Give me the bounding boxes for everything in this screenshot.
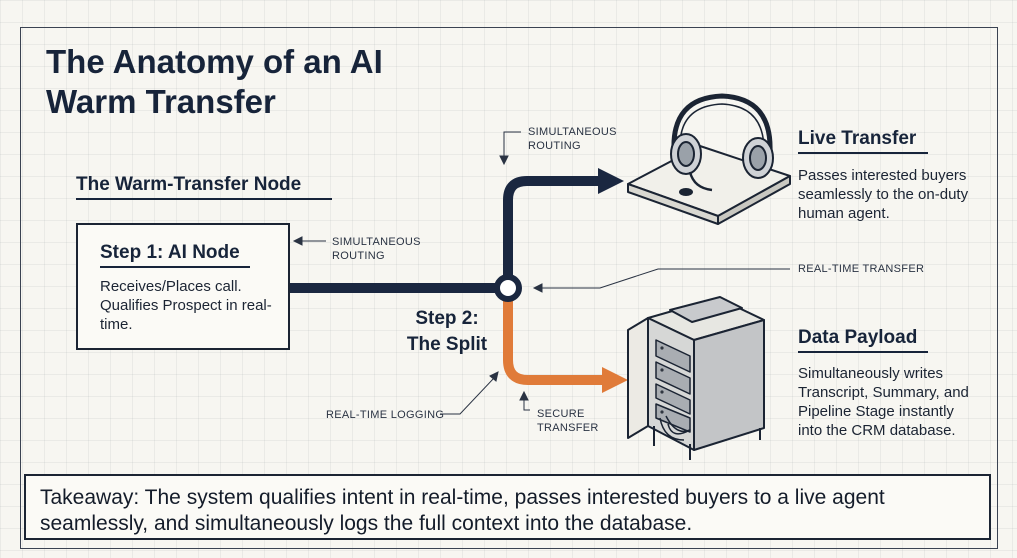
takeaway-box: Takeaway: The system qualifies intent in… [24,474,991,540]
section-title: The Warm-Transfer Node [76,174,302,195]
annotation-routing-top-line1: SIMULTANEOUS [528,126,617,138]
annotation-routing-left-line2: ROUTING [332,250,385,262]
annotation-realtime-logging: REAL-TIME LOGGING [326,409,445,421]
split-step-number: Step 2: [415,308,479,329]
annotation-routing-top: SIMULTANEOUS ROUTING [528,125,617,153]
section-title-underline [76,198,332,200]
pointer-routing-top-head [499,155,509,166]
pointer-realtime-transfer [540,268,790,289]
split-step-name: The Split [406,334,488,355]
pointer-routing-left-head [292,236,303,246]
annotation-routing-top-line2: ROUTING [528,140,581,152]
live-transfer-description: Passes interested buyers seamlessly to t… [798,167,969,222]
ai-node-heading: Step 1: AI Node [100,242,240,263]
takeaway-text: Takeaway: The system qualifies intent in… [40,486,885,535]
headset-icon [627,93,791,225]
page-title: The Anatomy of an AI Warm Transfer [46,43,383,120]
pointer-secure-transfer [523,398,530,411]
annotation-routing-left-line1: SIMULTANEOUS [332,236,421,248]
ai-node-description: Receives/Places call. Qualifies Prospect… [100,278,272,333]
data-payload-arrowhead [602,367,628,393]
pointer-realtime-logging-head [489,371,499,382]
annotation-secure-transfer-line1: SECURE [537,408,585,420]
ai-node-card: Step 1: AI Node Receives/Places call. Qu… [76,223,290,350]
live-transfer-connector [503,176,600,276]
live-transfer-heading-underline [798,152,928,154]
data-payload-heading-underline [798,351,928,353]
split-junction [494,274,522,302]
data-payload-description: Simultaneously writes Transcript, Summar… [798,365,969,439]
pointer-realtime-logging [440,377,495,415]
live-transfer-arrowhead [598,168,624,194]
split-step-label: Step 2: The Split [402,306,492,358]
outer-frame [20,27,998,549]
annotation-secure-transfer: SECURE TRANSFER [537,407,599,435]
live-transfer-heading: Live Transfer [798,128,917,149]
annotation-secure-transfer-line2: TRANSFER [537,422,599,434]
pointer-secure-transfer-head [519,390,529,401]
data-payload-heading: Data Payload [798,327,918,348]
annotation-realtime-transfer: REAL-TIME TRANSFER [798,263,925,275]
ai-node-heading-underline [100,266,250,268]
pointer-realtime-transfer-head [532,283,543,293]
server-rack-icon [627,296,765,460]
annotation-routing-left: SIMULTANEOUS ROUTING [332,235,421,263]
pointer-routing-top [503,131,521,158]
data-payload-connector [503,300,604,385]
